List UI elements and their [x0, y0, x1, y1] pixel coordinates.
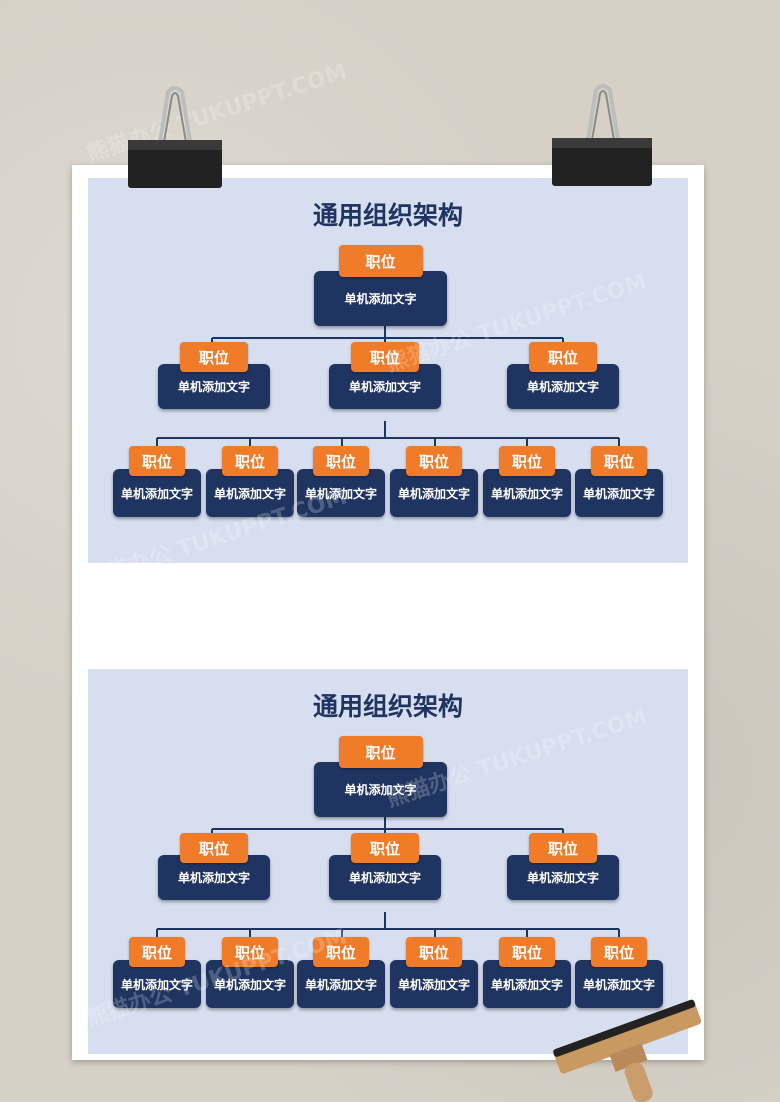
role-tag: 职位 [351, 342, 419, 372]
node-text: 单机添加文字 [390, 960, 478, 1008]
level3-node[interactable]: 职位单机添加文字 [390, 446, 478, 517]
node-text: 单机添加文字 [575, 960, 663, 1008]
node-text: 单机添加文字 [575, 469, 663, 517]
root-node[interactable]: 职位 单机添加文字 [314, 736, 447, 817]
role-tag: 职位 [129, 446, 185, 476]
node-text: 单机添加文字 [113, 960, 201, 1008]
role-tag: 职位 [351, 833, 419, 863]
role-tag: 职位 [591, 446, 647, 476]
node-text: 单机添加文字 [297, 960, 385, 1008]
role-tag: 职位 [591, 937, 647, 967]
node-text: 单机添加文字 [390, 469, 478, 517]
level3-node[interactable]: 职位单机添加文字 [113, 937, 201, 1008]
role-tag: 职位 [406, 446, 462, 476]
level2-node[interactable]: 职位单机添加文字 [158, 833, 270, 900]
level3-node[interactable]: 职位单机添加文字 [575, 937, 663, 1008]
level3-node[interactable]: 职位单机添加文字 [297, 446, 385, 517]
stamp-icon [553, 999, 702, 1102]
role-tag: 职位 [222, 446, 278, 476]
binder-clip-icon [128, 86, 222, 188]
role-tag: 职位 [180, 342, 248, 372]
level2-node[interactable]: 职位单机添加文字 [507, 833, 619, 900]
node-text: 单机添加文字 [206, 960, 294, 1008]
role-tag: 职位 [180, 833, 248, 863]
role-tag: 职位 [529, 342, 597, 372]
binder-clip-icon [552, 84, 652, 186]
role-tag: 职位 [529, 833, 597, 863]
role-tag: 职位 [222, 937, 278, 967]
role-tag: 职位 [406, 937, 462, 967]
level3-node[interactable]: 职位单机添加文字 [575, 446, 663, 517]
node-text: 单机添加文字 [206, 469, 294, 517]
level2-node[interactable]: 职位单机添加文字 [507, 342, 619, 409]
role-tag: 职位 [338, 736, 423, 768]
node-text: 单机添加文字 [113, 469, 201, 517]
level2-node[interactable]: 职位单机添加文字 [158, 342, 270, 409]
role-tag: 职位 [499, 446, 555, 476]
level3-node[interactable]: 职位单机添加文字 [206, 446, 294, 517]
level2-node[interactable]: 职位单机添加文字 [329, 342, 441, 409]
chart-title: 通用组织架构 [312, 201, 463, 230]
role-tag: 职位 [313, 446, 369, 476]
role-tag: 职位 [313, 937, 369, 967]
level3-node[interactable]: 职位单机添加文字 [113, 446, 201, 517]
chart-title: 通用组织架构 [312, 692, 463, 721]
role-tag: 职位 [129, 937, 185, 967]
node-text: 单机添加文字 [297, 469, 385, 517]
node-text: 单机添加文字 [314, 271, 447, 326]
node-text: 单机添加文字 [314, 762, 447, 817]
role-tag: 职位 [338, 245, 423, 277]
role-tag: 职位 [499, 937, 555, 967]
level3-node[interactable]: 职位单机添加文字 [390, 937, 478, 1008]
level3-node[interactable]: 职位单机添加文字 [206, 937, 294, 1008]
node-text: 单机添加文字 [483, 960, 571, 1008]
org-chart-panel-1: 通用组织架构 职位 单机添加文字 职位单机添加文字职位单机添加文字职位 [88, 178, 688, 563]
level3-node[interactable]: 职位单机添加文字 [483, 937, 571, 1008]
node-text: 单机添加文字 [483, 469, 571, 517]
level3-node[interactable]: 职位单机添加文字 [483, 446, 571, 517]
level3-node[interactable]: 职位单机添加文字 [297, 937, 385, 1008]
root-node[interactable]: 职位 单机添加文字 [314, 245, 447, 326]
org-chart-panel-2: 通用组织架构 职位 单机添加文字 职位单机添加文字职位单机添加文字职位 [88, 669, 688, 1054]
level2-node[interactable]: 职位单机添加文字 [329, 833, 441, 900]
